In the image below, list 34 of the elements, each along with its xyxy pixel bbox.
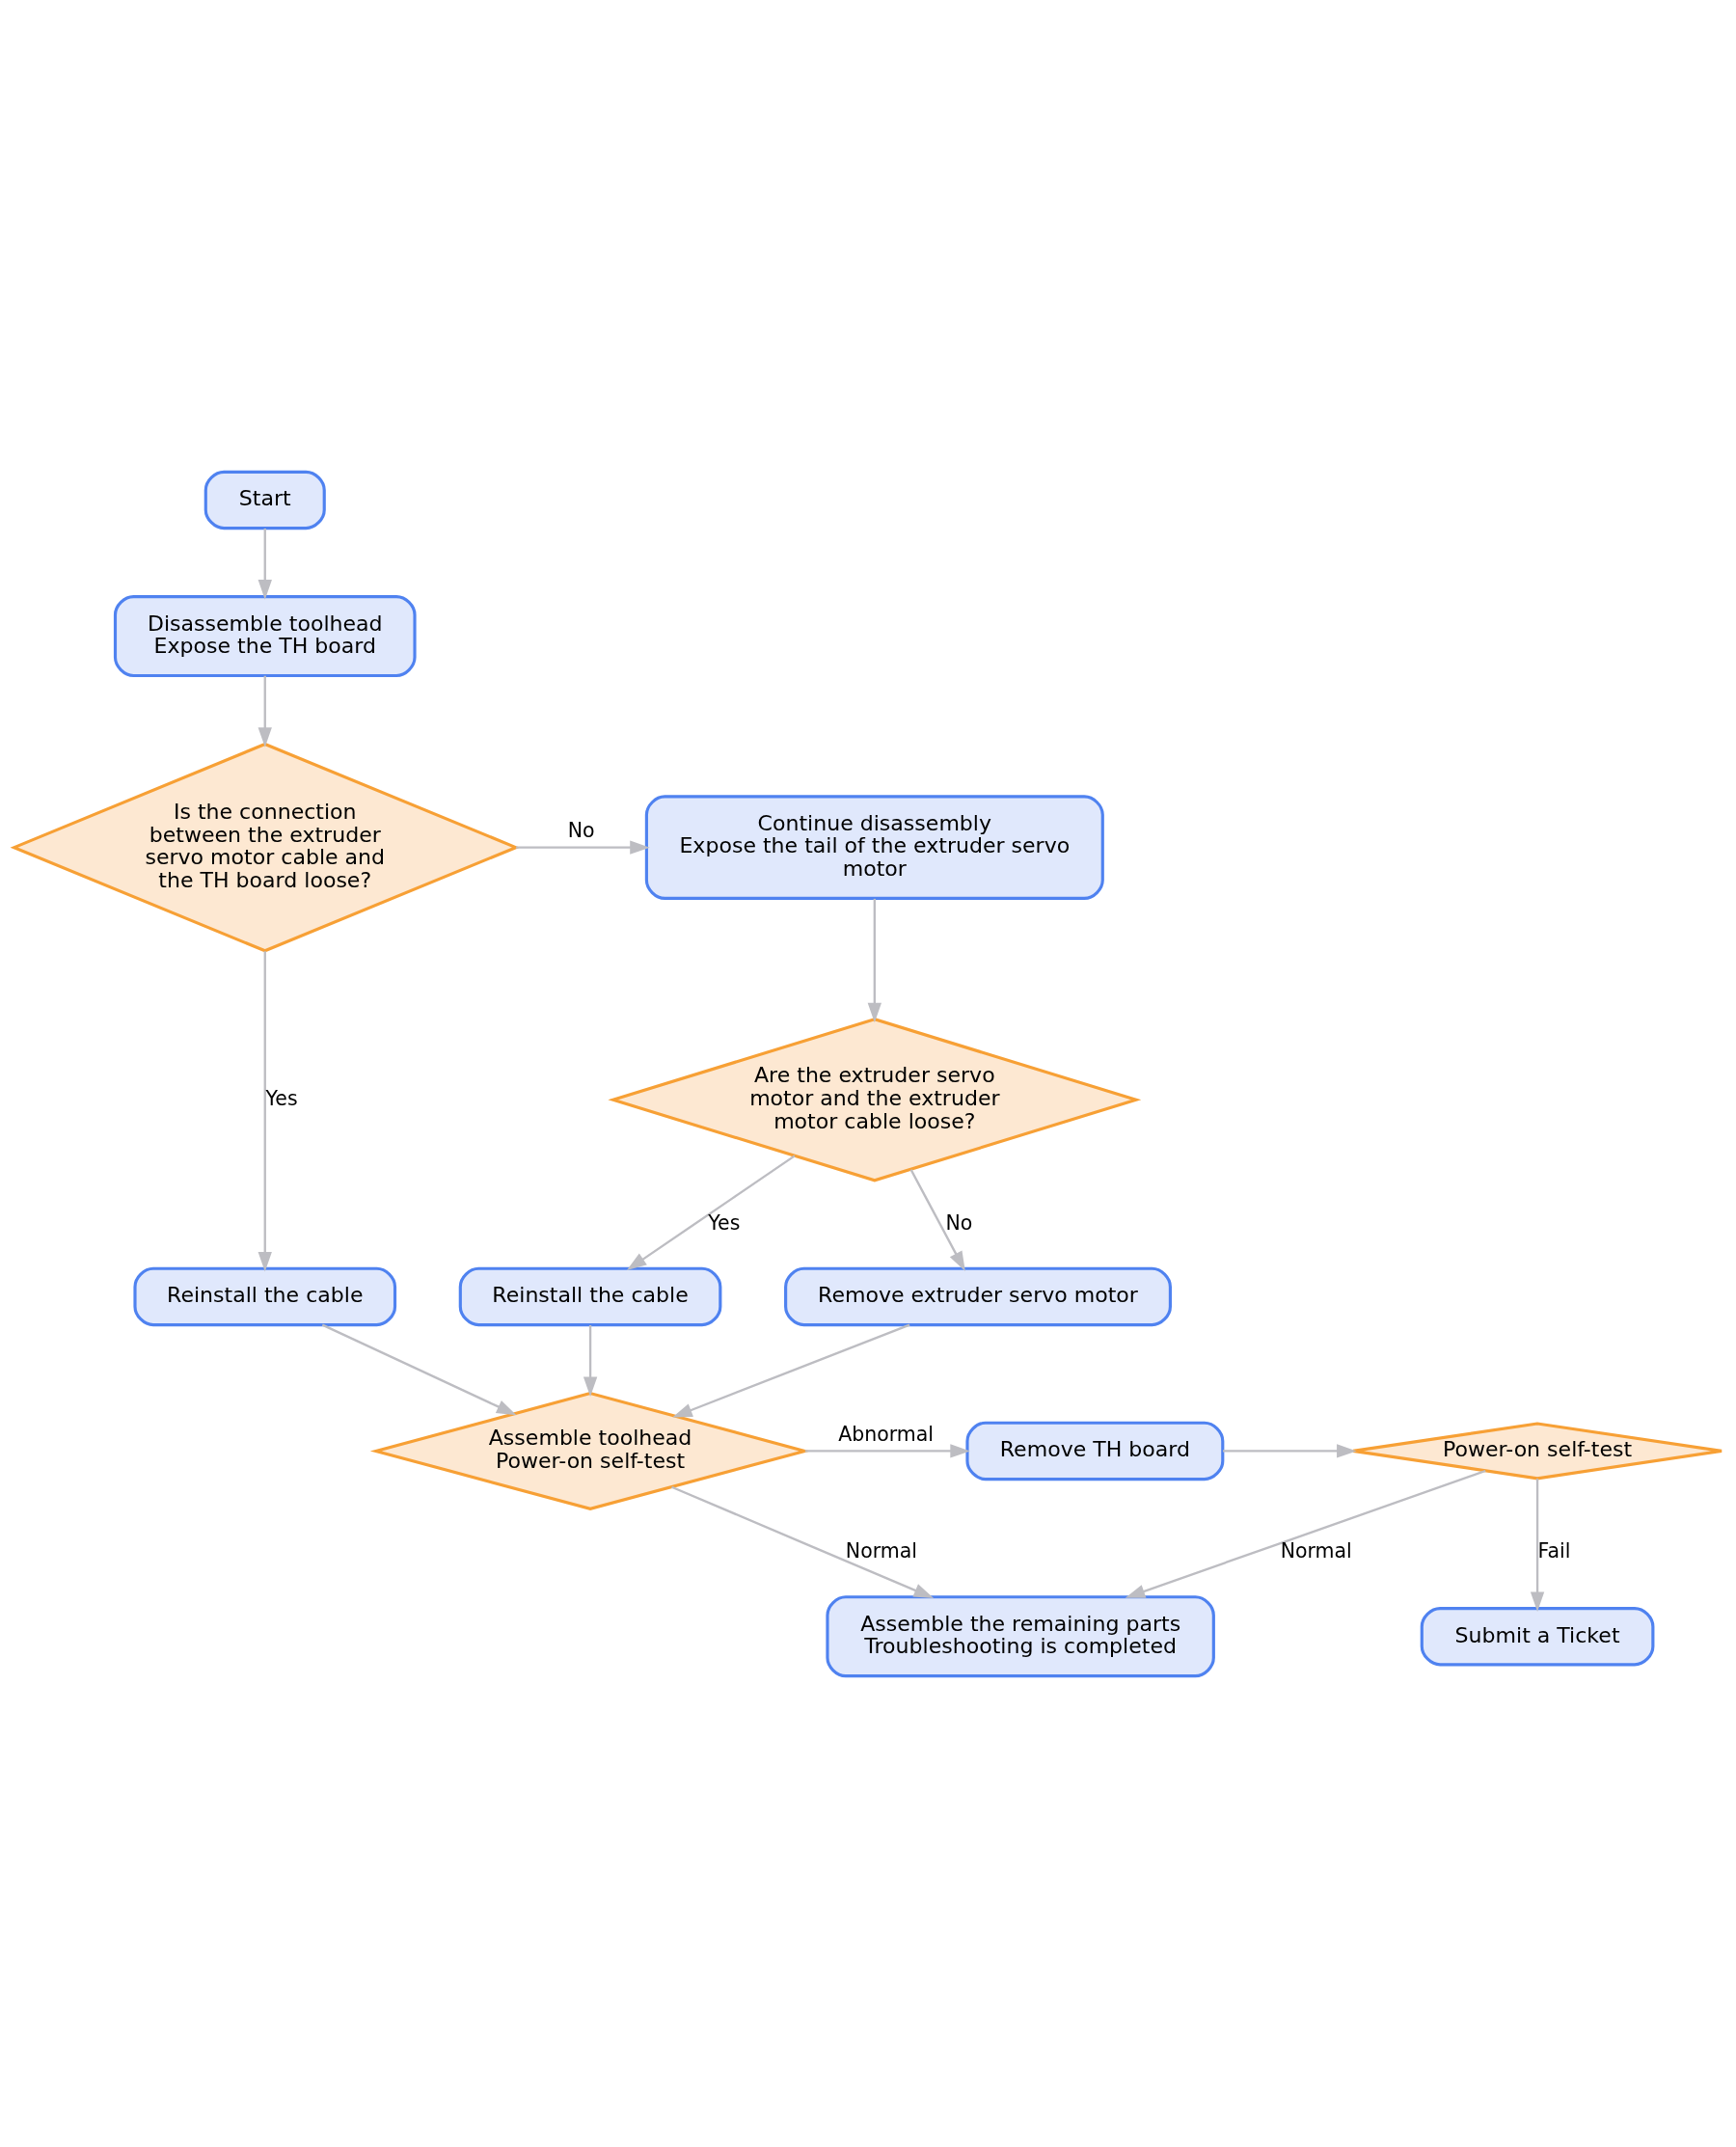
node-box: Remove extruder servo motor — [784, 1266, 1172, 1326]
edge-label: Fail — [1537, 1538, 1571, 1563]
edge-label: Yes — [265, 1086, 298, 1110]
arrow — [626, 1154, 796, 1270]
arrow — [867, 898, 882, 1022]
arrow — [909, 1168, 965, 1271]
node-box: Submit a Ticket — [1420, 1606, 1655, 1666]
node-box: Disassemble toolhead Expose the TH board — [113, 594, 417, 677]
edge-label: No — [567, 818, 595, 842]
node-box: Assemble the remaining parts Troubleshooting is completed — [826, 1594, 1215, 1677]
node-box: Continue disassembly Expose the tail of the extruder servo motor — [644, 794, 1104, 900]
node-diamond: Are the extruder servo motor and the extruder motor cable loose? — [608, 1017, 1142, 1182]
edge-label: Abnormal — [838, 1422, 935, 1446]
arrow — [672, 1323, 910, 1418]
arrow — [1125, 1469, 1486, 1598]
arrow — [671, 1485, 935, 1598]
arrow — [258, 950, 272, 1271]
edge-label: Yes — [708, 1210, 741, 1235]
node-diamond: Power-on self-test — [1351, 1421, 1723, 1480]
node-box: Reinstall the cable — [133, 1266, 397, 1326]
arrow — [516, 839, 650, 855]
node-box: Start — [203, 470, 326, 530]
arrow — [1530, 1478, 1545, 1612]
arrow — [321, 1323, 517, 1415]
arrow — [804, 1443, 970, 1458]
edge-label: Normal — [845, 1538, 917, 1563]
arrow — [258, 528, 272, 600]
arrow — [583, 1324, 598, 1397]
arrow — [1223, 1443, 1357, 1458]
edge-label: No — [945, 1210, 973, 1235]
node-box: Remove TH board — [965, 1421, 1225, 1481]
edge-label: Normal — [1280, 1538, 1352, 1563]
node-box: Reinstall the cable — [458, 1266, 722, 1326]
arrow — [258, 675, 272, 747]
